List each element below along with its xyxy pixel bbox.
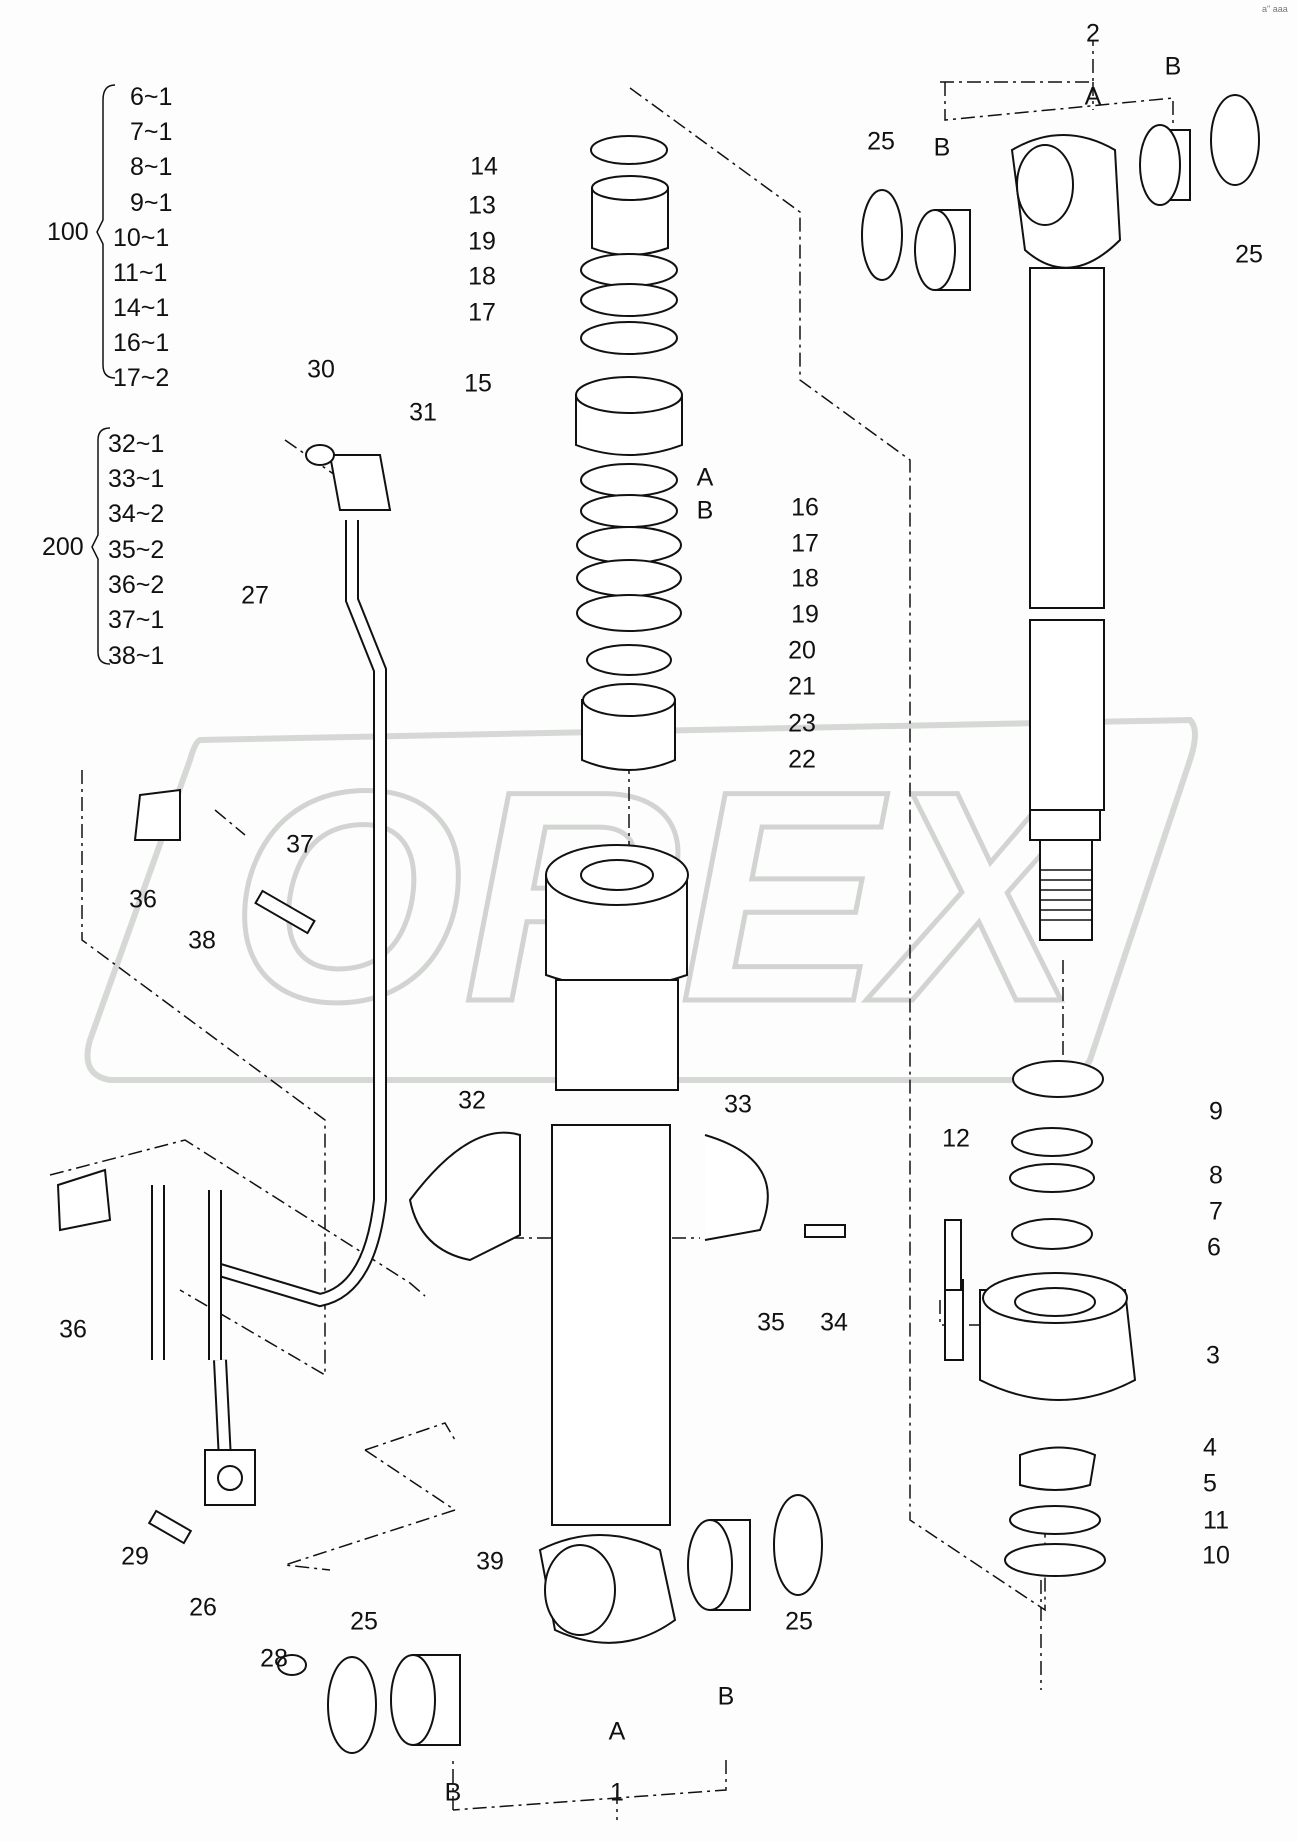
bushings-bottom (327, 1494, 823, 1754)
callout-label: B (697, 497, 714, 525)
kit-number: 200 (42, 533, 84, 561)
kit-item: 11~1 (113, 259, 167, 287)
callout-label: 13 (468, 192, 496, 220)
kit-item: 33~1 (108, 465, 164, 493)
callout-label: 31 (409, 399, 437, 427)
callout-label: 19 (791, 601, 819, 629)
callout-label: 35 (757, 1309, 785, 1337)
callout-label: B (934, 134, 951, 162)
callout-label: 7 (1209, 1198, 1223, 1226)
callout-label: A (697, 464, 714, 492)
kit-item: 34~2 (108, 500, 164, 528)
callout-label: 29 (121, 1543, 149, 1571)
kit-item: 9~1 (130, 189, 172, 217)
clamps (56, 788, 962, 1545)
callout-label: 37 (286, 831, 314, 859)
center-seal-stack (575, 135, 683, 771)
callout-label: 15 (464, 370, 492, 398)
callout-label: B (445, 1779, 462, 1807)
hydraulic-pipes (151, 444, 392, 1676)
callout-label: A (609, 1718, 626, 1746)
callout-label: 22 (788, 746, 816, 774)
callout-label: 21 (788, 673, 816, 701)
callout-label: 17 (468, 299, 496, 327)
callout-label: 16 (791, 494, 819, 522)
callout-label: B (1165, 53, 1182, 81)
callout-label: 20 (788, 637, 816, 665)
callout-label: 32 (458, 1087, 486, 1115)
callout-label: 12 (942, 1125, 970, 1153)
callout-label: 17 (791, 530, 819, 558)
kit-item: 38~1 (108, 642, 164, 670)
callout-label: 10 (1202, 1542, 1230, 1570)
callout-label: 3 (1206, 1342, 1220, 1370)
callout-label: 8 (1209, 1162, 1223, 1190)
callout-label: 34 (820, 1309, 848, 1337)
callout-label: 30 (307, 356, 335, 384)
kit-item: 17~2 (113, 364, 169, 392)
kit-item: 32~1 (108, 430, 164, 458)
callout-label: 36 (129, 886, 157, 914)
kit-item: 6~1 (130, 83, 172, 111)
callout-label: 25 (1235, 241, 1263, 269)
callout-label: 25 (867, 128, 895, 156)
callout-label: 1 (610, 1779, 624, 1807)
kit-list-100: 100 6~1 7~1 8~1 9~1 10~1 11~1 14~1 16~1 … (47, 83, 172, 392)
callout-label: 19 (468, 228, 496, 256)
callout-label: 2 (1086, 20, 1100, 48)
callout-label: 18 (468, 263, 496, 291)
callout-label: 36 (59, 1316, 87, 1344)
callout-label: 14 (470, 153, 498, 181)
callout-label: 38 (188, 927, 216, 955)
kit-item: 8~1 (130, 153, 172, 181)
callout-label: 11 (1203, 1507, 1229, 1535)
kit-item: 37~1 (108, 606, 164, 634)
kit-item: 36~2 (108, 571, 164, 599)
callout-label: 33 (724, 1091, 752, 1119)
kit-item: 10~1 (113, 224, 169, 252)
callout-label: 27 (241, 582, 269, 610)
kit-number: 100 (47, 218, 89, 246)
kit-item: 16~1 (113, 329, 169, 357)
kit-item: 14~1 (113, 294, 169, 322)
callout-label: 25 (350, 1608, 378, 1636)
piston-rod-2 (1010, 134, 1122, 941)
callout-label: 28 (260, 1645, 288, 1673)
kit-list-200: 200 32~1 33~1 34~2 35~2 36~2 37~1 38~1 (42, 427, 164, 670)
callout-label: 5 (1203, 1470, 1217, 1498)
callout-label: A (1085, 83, 1102, 111)
callout-label: 4 (1203, 1434, 1217, 1462)
corner-mark: a" aaa (1262, 4, 1288, 14)
callout-label: 39 (476, 1548, 504, 1576)
callout-label: 25 (785, 1608, 813, 1636)
callout-label: 6 (1207, 1234, 1221, 1262)
callout-label: 23 (788, 710, 816, 738)
callout-label: 26 (189, 1594, 217, 1622)
kit-item: 35~2 (108, 536, 164, 564)
callout-label: 18 (791, 565, 819, 593)
bushings-top (861, 94, 1260, 291)
kit-item: 7~1 (130, 118, 172, 146)
seals-head-3 (944, 1060, 1137, 1577)
callout-label: 9 (1209, 1098, 1223, 1126)
cylinder-tube-1 (538, 844, 689, 1644)
callout-label: B (718, 1683, 735, 1711)
